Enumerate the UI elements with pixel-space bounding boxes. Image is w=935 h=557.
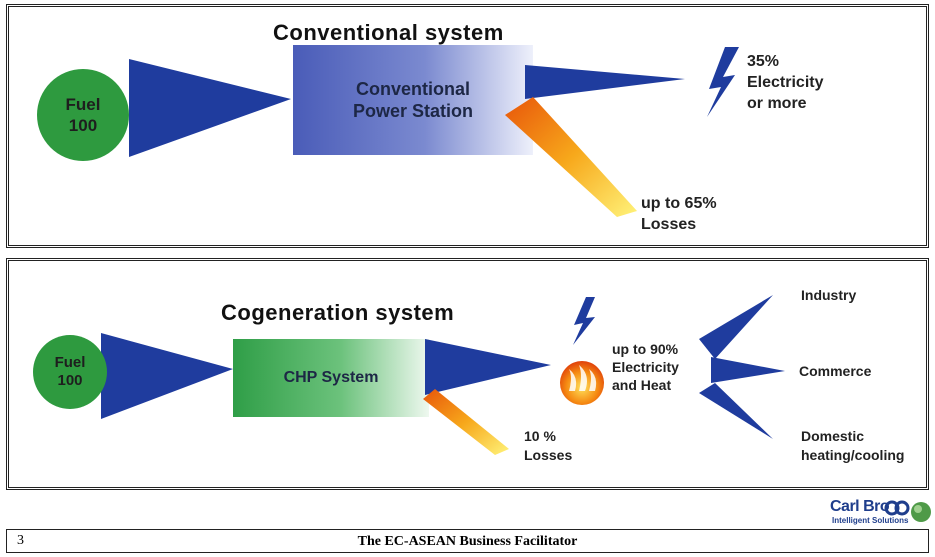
power-station-label: Conventional Power Station: [352, 79, 473, 121]
page-number: 3: [17, 533, 24, 548]
domestic-arrow: [699, 383, 773, 439]
cogeneration-flow-graphics: [101, 295, 785, 455]
lightning-bolt-icon: [707, 47, 739, 117]
cogen-fuel-input-arrow: [101, 333, 233, 419]
cogen-losses-arrow: [423, 389, 509, 455]
conventional-flow-graphics: [129, 45, 739, 217]
electricity-label: 35% Electricity or more: [747, 53, 824, 112]
logo-mark-icon: [884, 500, 931, 522]
fuel-circle: Fuel 100: [37, 69, 129, 161]
electricity-output-arrow: [525, 65, 685, 99]
losses-label: up to 65% Losses: [641, 195, 717, 233]
combined-output-label: up to 90% Electricity and Heat: [612, 341, 679, 393]
carl-bro-logo: Carl Bro Intelligent Solutions: [830, 498, 931, 532]
power-station-box: [293, 45, 533, 155]
commerce-label: Commerce: [799, 363, 872, 379]
footer-title: The EC-ASEAN Business Facilitator: [357, 534, 578, 549]
cogeneration-title: Cogeneration system: [221, 300, 455, 325]
combined-output-arrow: [425, 339, 551, 395]
heat-flame-icon: [560, 361, 604, 405]
losses-output-arrow: [505, 97, 637, 217]
chp-box: [233, 339, 429, 417]
conventional-system-panel: Conventional system Fuel 100 Conventiona…: [6, 4, 929, 248]
conventional-title: Conventional system: [273, 20, 504, 45]
industry-label: Industry: [801, 287, 857, 303]
logo-name: Carl Bro: [830, 498, 890, 515]
commerce-arrow: [711, 357, 785, 383]
industry-arrow: [699, 295, 773, 359]
cogeneration-system-panel: Cogeneration system Fuel 100 CHP System …: [6, 258, 929, 490]
cogen-fuel-circle: Fuel 100: [33, 335, 107, 409]
logo-tagline: Intelligent Solutions: [832, 516, 909, 525]
fuel-input-arrow: [129, 59, 291, 157]
chp-label: CHP System: [283, 369, 379, 386]
cogen-lightning-bolt-icon: [573, 297, 595, 345]
domestic-label: Domestic heating/cooling: [801, 428, 905, 463]
slide-footer: 3 The EC-ASEAN Business Facilitator: [6, 529, 929, 553]
cogen-losses-label: 10 % Losses: [524, 428, 573, 463]
